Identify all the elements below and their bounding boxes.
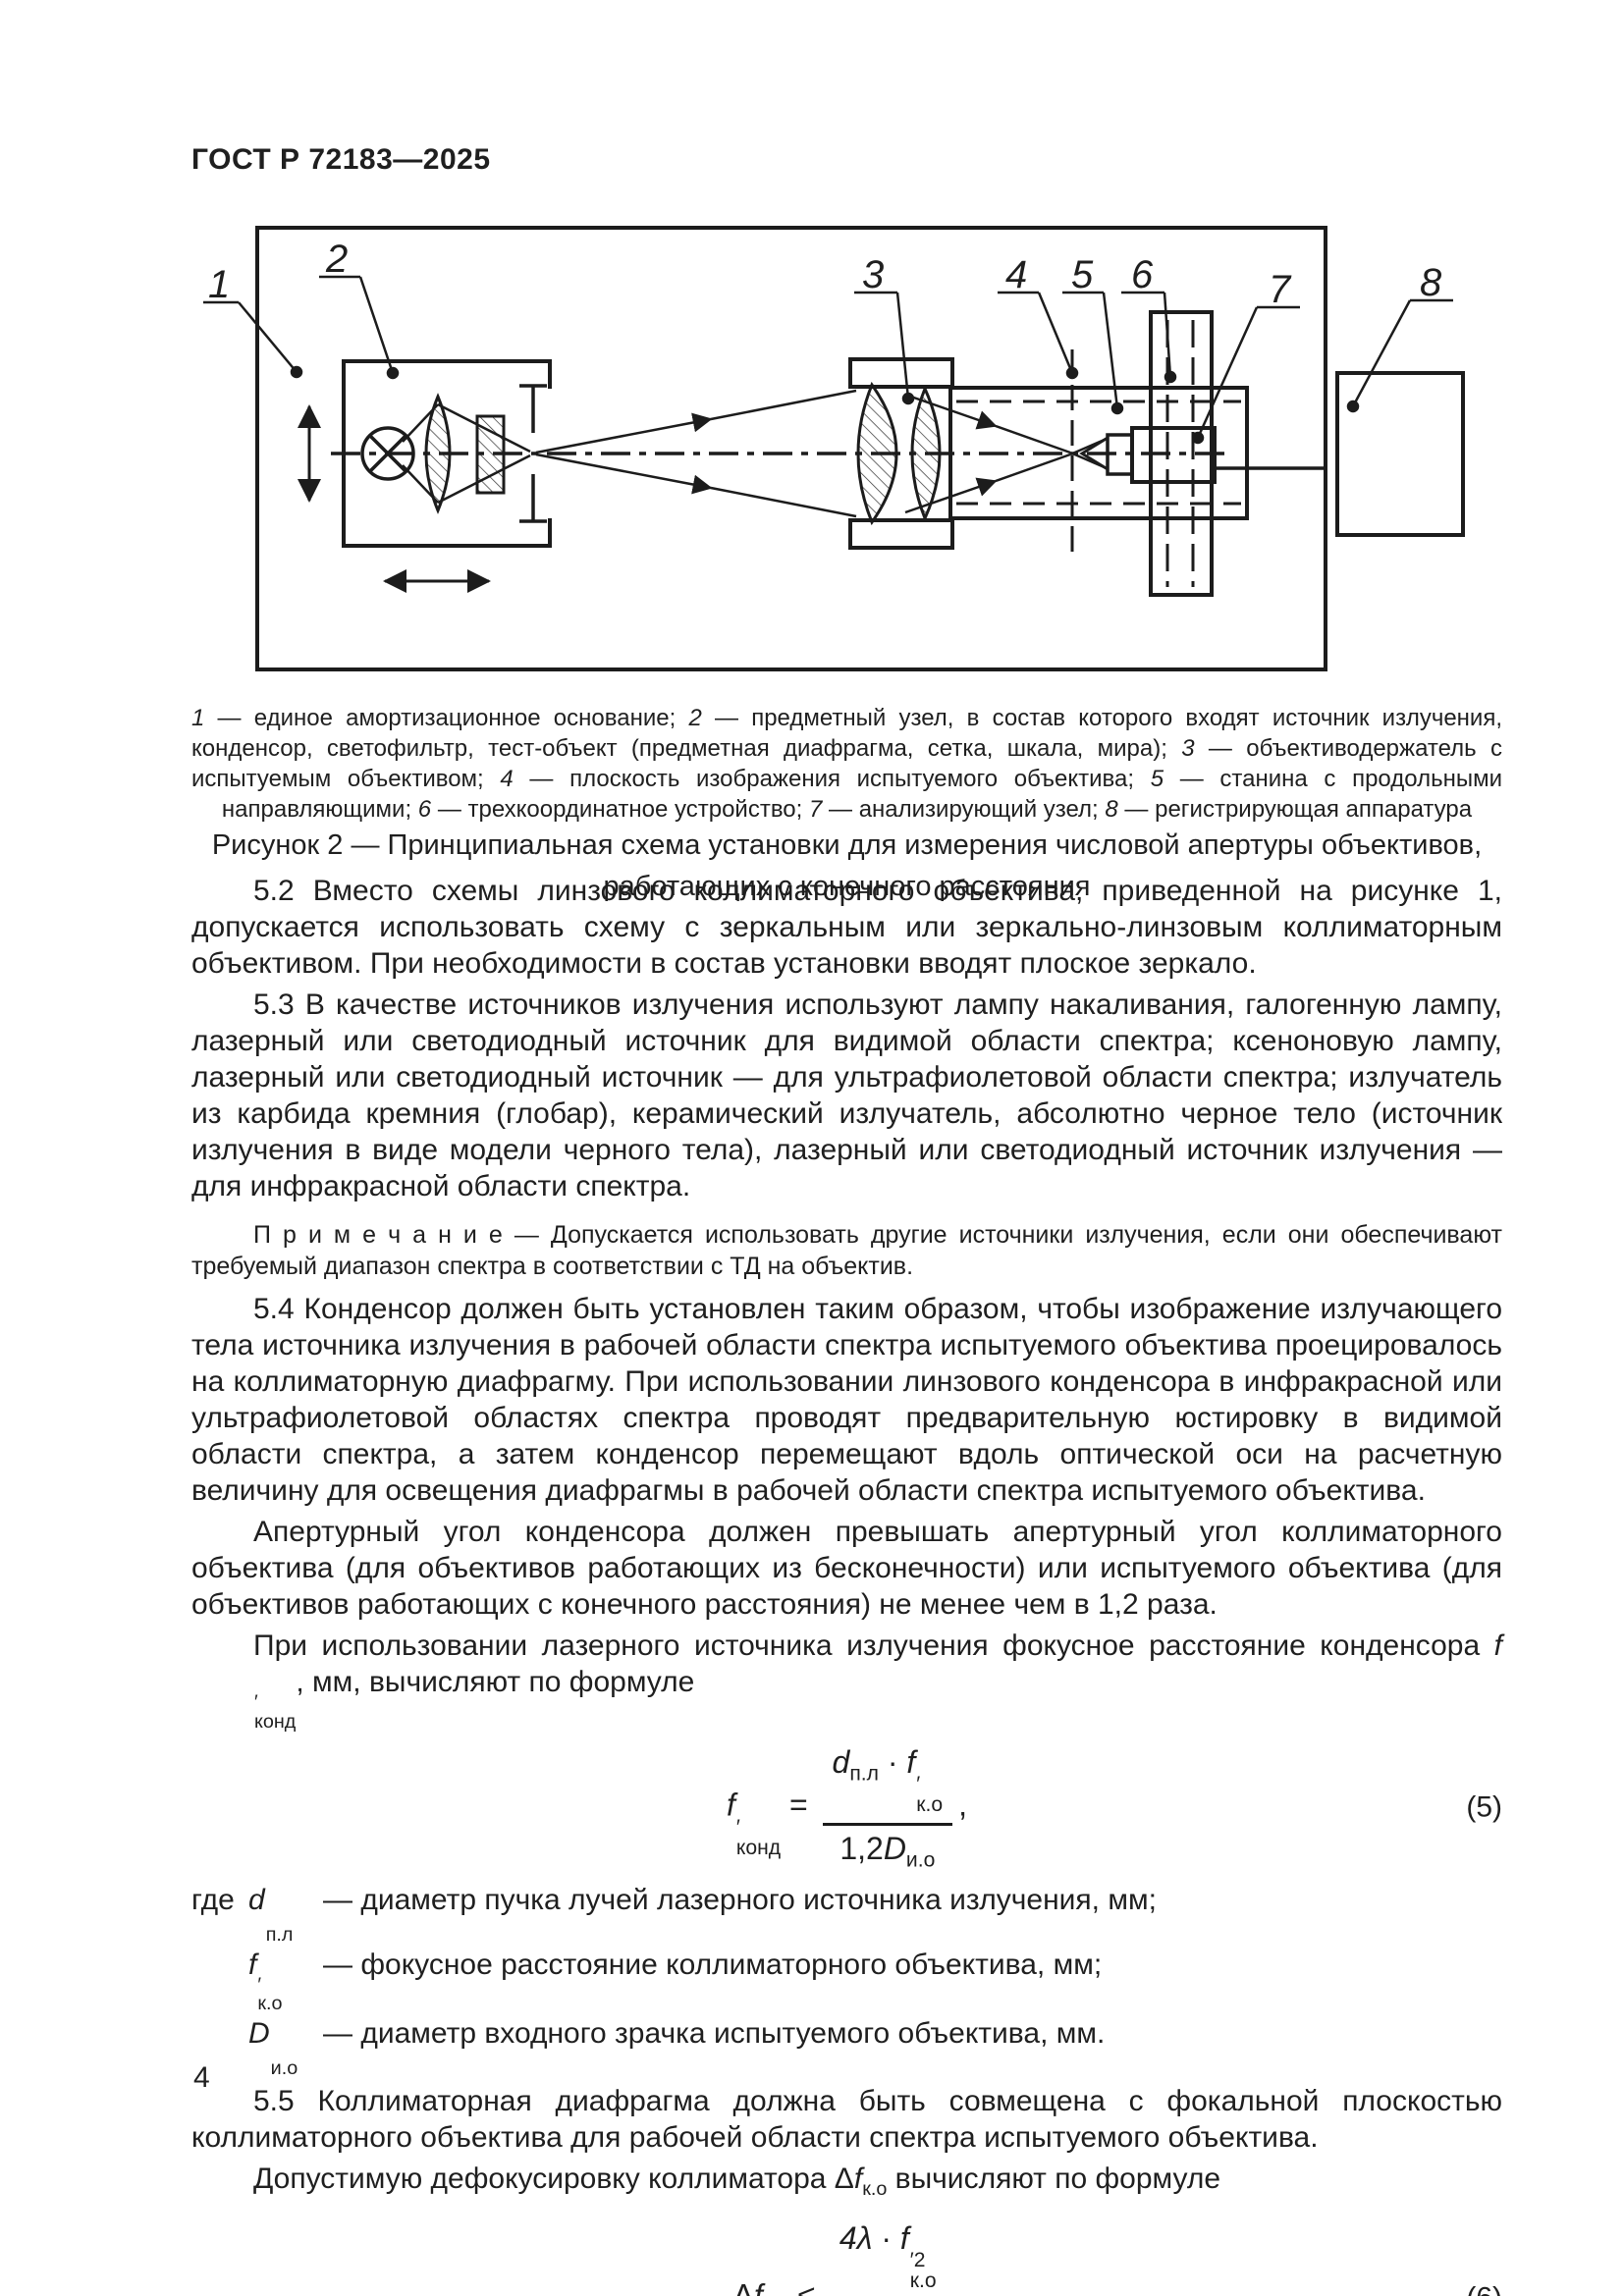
caption-num-6: 6 [417,796,432,823]
figure-title: Рисунок 2 — Принципиальная схема установ… [191,825,1502,907]
p54c-post: , мм, вычисляют по формуле [296,1666,695,1698]
condenser-lens [424,393,452,514]
caption-num-2: 2 [688,705,702,731]
paragraph-5-4-laser: При использовании лазерного источника из… [191,1628,1502,1732]
objective-holder-bottom [848,518,954,550]
f6-delta: Δ [732,2277,754,2296]
test-objective-lens-front [856,381,898,526]
symbol-f-kond-script: ′конд [254,1690,297,1733]
f6-leq-sign: ≤ [797,2277,816,2296]
caption-num-5: 5 [1150,766,1164,792]
symbol-f-ko-base: f [853,2162,863,2195]
paragraph-5-4-aperture: Апертурный угол конденсора должен превыш… [191,1516,1502,1621]
caption-num-8: 8 [1105,796,1118,823]
leader-8 [1346,298,1453,413]
symbol-f-kond-base: f [1493,1629,1502,1662]
caption-num-1: 1 [191,705,205,731]
note-paragraph: П р и м е ч а н и е — Допускается исполь… [191,1219,1502,1282]
paragraph-5-3: 5.3 В качестве источников излучения испо… [191,988,1502,1202]
f5-comma: , [958,1787,968,1823]
formula-5: f′конд = dп.л · f′к.о 1,2Dи.о , (5) [191,1743,1502,1871]
figure-label-3: 3 [862,253,884,296]
f5-lhs-base: f [726,1787,735,1823]
figure-label-5: 5 [1071,253,1094,296]
symbol-f-ko-sub: к.о [862,2177,888,2200]
leader-1 [203,300,303,379]
formula-5-number: (5) [1466,1790,1502,1824]
note-label: П р и м е ч а н и е [253,1221,503,1249]
figure-label-1: 1 [208,263,230,306]
caption-text-2: — предметный узел, в состав которого вхо… [191,705,1502,762]
caption-num-7: 7 [809,796,823,823]
f5-lhs-script: ′конд [735,1815,782,1859]
figure-label-4: 4 [1005,253,1027,296]
bed-with-guides [948,386,1249,520]
paragraph-5-2: 5.2 Вместо схемы линзового коллиматорног… [191,875,1502,980]
ray-lower [535,453,857,518]
test-objective-lens-rear [910,385,942,522]
radiation-source-lamp-icon [360,426,415,481]
caption-text-4: — плоскость изображения испытуемого объе… [513,766,1151,792]
analyzing-unit [1130,426,1217,484]
page-number: 4 [193,2061,210,2094]
f5-denominator: 1,2Dи.о [839,1830,936,1871]
figure-number-labels: 1 2 3 4 5 6 7 8 [208,238,1442,311]
base-frame [255,226,1327,671]
caption-text-6: — трехкоординатное устройство; [431,796,809,823]
figure-label-8: 8 [1420,261,1442,304]
paragraph-5-5-defocus: Допустимую дефокусировку коллиматора Δfк… [191,2161,1502,2208]
f6-comma: , [951,2277,961,2296]
ray-upper [535,389,857,454]
paragraph-5-4-main: 5.4 Конденсор должен быть установлен так… [191,1293,1502,1507]
caption-num-3: 3 [1181,735,1195,762]
caption-num-4: 4 [500,766,514,792]
caption-text-7: — анализирующий узел; [822,796,1106,823]
p55b-pre: Допустимую дефокусировку коллиматора [253,2162,835,2195]
caption-text-1: — единое амортизационное основание; [204,705,689,731]
f5-numerator: dп.л · f′к.о [822,1743,953,1826]
figure-caption: 1 — единое амортизационное основание; 2 … [191,703,1502,825]
registering-apparatus-box [1335,371,1465,537]
figure-label-7: 7 [1269,268,1292,311]
f5-equals-sign: = [788,1787,808,1823]
figure-title-line2: работающих с конечного расстояния [603,871,1091,902]
where-row-f: f′к.о — фокусное расстояние коллиматорно… [248,1948,1103,2015]
f6-fraction: 4λ · f′2к.о D2к.о [830,2219,947,2296]
optical-schematic-drawing: 1 2 3 4 5 6 7 8 [203,226,1465,671]
document-code-header: ГОСТ Р 72183—2025 [191,143,491,176]
note-text: — Допускается использовать другие источн… [191,1221,1502,1280]
p55b-post: вычисляют по формуле [887,2162,1221,2195]
three-coordinate-device [1149,310,1214,597]
symbol-delta: Δ [834,2162,854,2195]
leader-lines [203,275,1453,445]
formula-6: Δfк.о ≤ 4λ · f′2к.о D2к.о , (6) [191,2219,1502,2296]
p54c-pre: При использовании лазерного источника из… [253,1629,1494,1662]
caption-text-3: — объективодержатель с испытуемым объект… [191,735,1502,792]
figure-title-line1: Рисунок 2 — Принципиальная схема установ… [211,829,1483,861]
paragraph-5-5: 5.5 Коллиматорная диафрагма должна быть … [191,2084,1502,2154]
body-text: 5.2 Вместо схемы линзового коллиматорног… [191,873,1502,2296]
condenser-rays [402,402,531,505]
formula-6-number: (6) [1466,2282,1502,2296]
leader-2 [319,275,400,380]
figure-2-schematic: 1 2 3 4 5 6 7 8 [157,218,1502,701]
figure-label-2: 2 [325,238,348,281]
caption-text-8: — регистрирующая аппаратура [1117,796,1473,823]
leader-4 [998,291,1079,380]
leader-6 [1121,291,1177,384]
leader-3 [854,291,915,405]
leader-7 [1191,305,1300,445]
objective-holder-top [848,357,954,389]
figure-label-6: 6 [1131,253,1154,296]
leader-5 [1062,291,1124,415]
f5-fraction: dп.л · f′к.о 1,2Dи.о [822,1743,953,1871]
object-diaphragm [519,384,547,523]
caption-text-5: — станина с продольными направляющими; [221,766,1502,823]
f6-lhs-base: f [753,2277,763,2296]
object-unit-box [342,359,552,548]
